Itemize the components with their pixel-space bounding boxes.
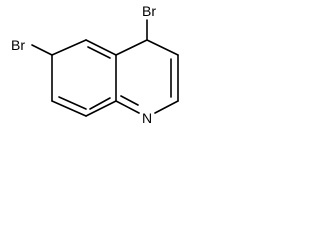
bond-c4-c3	[146, 39, 179, 56]
quinoline-structure-diagram: Br Br N	[11, 3, 179, 126]
bromine-atom-top: Br	[142, 3, 156, 19]
nitrogen-atom: N	[142, 110, 152, 126]
bond-n1-c8a-inner	[120, 95, 139, 106]
bond-c8-c7-inner	[58, 96, 87, 110]
bond-c8-c7	[51, 100, 87, 117]
bond-c6-br	[31, 44, 53, 56]
bond-c2-n1	[154, 100, 179, 114]
bond-c6-c5	[51, 39, 87, 56]
bond-c8-c8a-inner	[89, 97, 111, 110]
bond-c8a-c8	[85, 100, 117, 117]
bond-c5-c4a	[85, 39, 117, 56]
bond-c5-c4a-inner	[87, 46, 111, 59]
bond-c4a-c4	[115, 39, 148, 56]
bromine-atom-left: Br	[11, 37, 25, 53]
bond-n1-c8a	[115, 100, 140, 114]
